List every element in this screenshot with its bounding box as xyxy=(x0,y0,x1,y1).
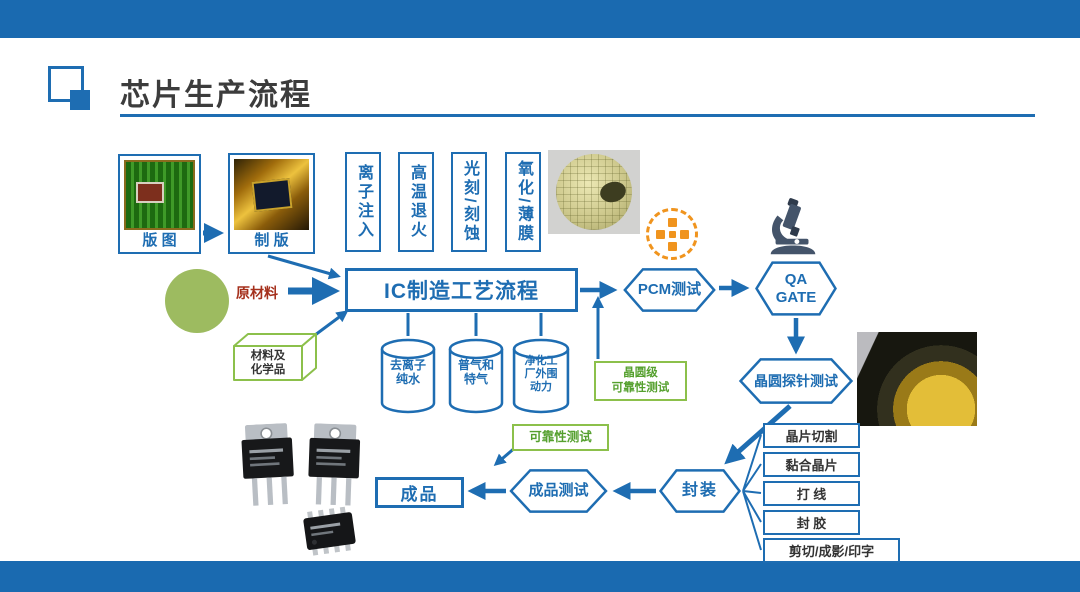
step-label: 氧化/薄膜 xyxy=(515,160,532,244)
box-3d-shape xyxy=(233,333,317,381)
bottom-bar xyxy=(0,561,1080,592)
materials-line1: 材料及 xyxy=(250,349,286,362)
square-outline-icon xyxy=(48,66,84,102)
title-square-icon xyxy=(48,66,94,112)
step-oxide-film: 氧化/薄膜 xyxy=(505,152,541,252)
microscope-icon xyxy=(770,198,816,255)
wafer-reliability-line1: 晶圆级 xyxy=(623,367,658,380)
package-label: 封装 xyxy=(681,481,718,499)
probe-station-image xyxy=(857,332,977,426)
hexagon-shape xyxy=(754,261,838,316)
wafer-probe-test-label: 晶圆探针测试 xyxy=(754,372,838,389)
finished-product-node: 成品 xyxy=(375,477,464,508)
materials-line2: 化学品 xyxy=(250,364,286,376)
mask-image xyxy=(234,159,309,230)
package-step-die-bond: 黏合晶片 xyxy=(763,452,860,477)
mask-label: 制 版 xyxy=(254,232,289,249)
gate-label: GATE xyxy=(775,288,817,306)
transistor-image xyxy=(241,423,294,506)
step-label: 光刻/刻蚀 xyxy=(461,160,478,244)
cylinder-label-line: 厂外围 xyxy=(524,368,558,381)
cylinder-facility-power: 净化工 厂外围 动力 xyxy=(512,338,570,414)
cylinder-di-water: 去离子 纯水 xyxy=(380,338,436,414)
cylinder-label-line: 纯水 xyxy=(395,372,420,387)
package-step-trim-mark: 剪切/成影/印字 xyxy=(763,538,900,563)
wafer-probe-test-node: 晶圆探针测试 xyxy=(737,358,855,404)
layout-label: 版 图 xyxy=(142,232,177,249)
qa-gate-node: QA GATE xyxy=(754,261,838,316)
finished-product-label: 成品 xyxy=(400,485,439,504)
square-fill-icon xyxy=(70,90,90,110)
pcm-test-node: PCM测试 xyxy=(622,268,717,312)
transistor-images xyxy=(240,423,362,506)
cylinder-gases: 普气和 特气 xyxy=(448,338,504,414)
package-step-molding: 封 胶 xyxy=(763,510,860,535)
hexagon-shape xyxy=(508,469,609,513)
package-step-label: 黏合晶片 xyxy=(785,458,838,473)
hexagon-shape xyxy=(737,358,855,404)
step-label: 高温退火 xyxy=(408,164,425,240)
reliability-test-label: 可靠性测试 xyxy=(529,430,592,445)
hexagon-shape xyxy=(622,268,717,312)
sop8-package-image xyxy=(303,506,356,556)
qa-label: QA xyxy=(784,271,808,289)
package-step-label: 晶片切割 xyxy=(785,429,838,444)
package-step-label: 打 线 xyxy=(796,487,827,502)
pcm-test-label: PCM测试 xyxy=(637,281,702,299)
raw-material-circle xyxy=(165,269,229,333)
layout-node: 版 图 xyxy=(118,154,201,254)
wafer-reliability-node: 晶圆级 可靠性测试 xyxy=(594,361,687,401)
cylinder-label-line: 去离子 xyxy=(389,358,426,372)
cylinder-label-line: 普气和 xyxy=(457,358,494,372)
cylinder-shape xyxy=(448,338,504,414)
finished-test-node: 成品测试 xyxy=(508,469,609,513)
step-label: 离子注入 xyxy=(355,164,372,240)
cylinder-shape xyxy=(512,338,570,414)
cylinder-label-line: 特气 xyxy=(463,372,488,387)
package-node: 封装 xyxy=(658,469,742,513)
ic-process-label: IC制造工艺流程 xyxy=(384,280,539,303)
die-pattern-icon xyxy=(646,208,698,260)
top-bar xyxy=(0,0,1080,38)
reliability-test-node: 可靠性测试 xyxy=(512,424,609,451)
wafer-reliability-line2: 可靠性测试 xyxy=(611,382,670,394)
cylinder-label-line: 动力 xyxy=(530,381,552,394)
raw-material-label: 原材料 xyxy=(236,285,278,301)
step-ion-implantation: 离子注入 xyxy=(345,152,381,252)
finished-test-label: 成品测试 xyxy=(528,482,589,500)
hexagon-shape xyxy=(658,469,742,513)
layout-image xyxy=(124,160,195,230)
mask-node: 制 版 xyxy=(228,153,315,254)
wafer-image xyxy=(548,150,640,234)
step-litho-etch: 光刻/刻蚀 xyxy=(451,152,487,252)
title-underline xyxy=(120,114,1035,117)
package-step-wire-bond: 打 线 xyxy=(763,481,860,506)
ic-process-node: IC制造工艺流程 xyxy=(345,268,578,312)
materials-chemicals-node: 材料及 化学品 xyxy=(232,332,318,382)
transistor-image xyxy=(308,423,361,506)
package-step-label: 封 胶 xyxy=(796,516,827,531)
package-step-label: 剪切/成影/印字 xyxy=(788,544,875,559)
cylinder-shape xyxy=(380,338,436,414)
step-high-temp-anneal: 高温退火 xyxy=(398,152,434,252)
cylinder-label-line: 净化工 xyxy=(524,355,558,367)
page-title: 芯片生产流程 xyxy=(120,79,312,112)
package-step-dicing: 晶片切割 xyxy=(763,423,860,448)
